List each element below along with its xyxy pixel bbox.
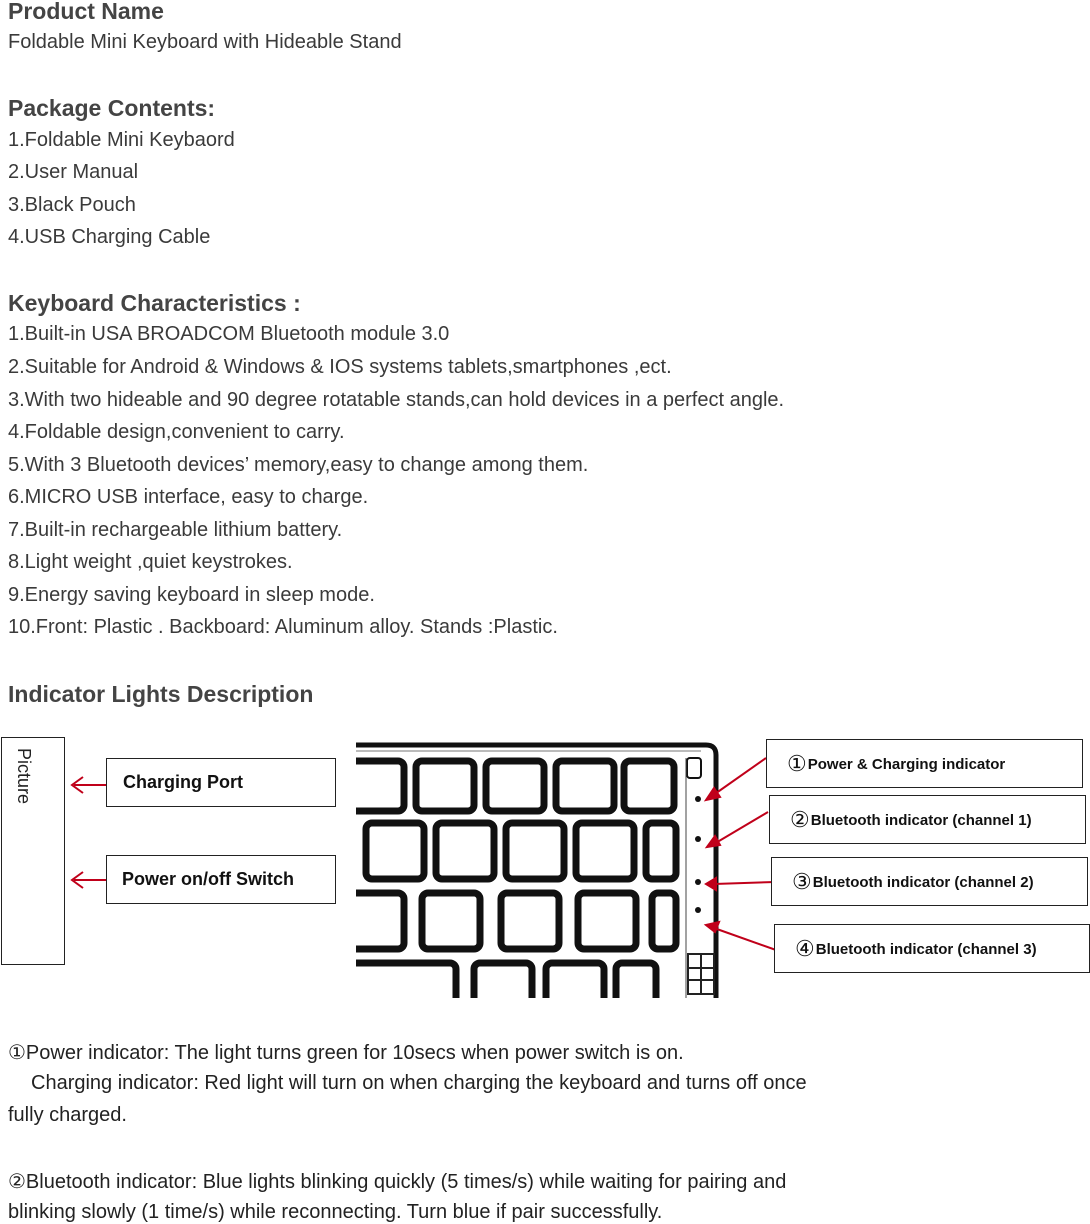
characteristic-item: 6.MICRO USB interface, easy to charge. [8, 486, 369, 508]
callout-label: Bluetooth indicator (channel 2) [812, 874, 1034, 891]
product-name: Foldable Mini Keyboard with Hideable Sta… [8, 31, 402, 53]
callout-number: ④ [795, 936, 815, 961]
indicators-heading: Indicator Lights Description [8, 681, 314, 707]
package-heading: Package Contents: [8, 95, 216, 121]
package-item: 4.USB Charging Cable [8, 226, 211, 248]
arrow-head [70, 776, 84, 794]
callout-number: ① [787, 751, 807, 776]
callout-bt-3: ④Bluetooth indicator (channel 3) [774, 924, 1090, 973]
characteristic-item: 10.Front: Plastic . Backboard: Aluminum … [8, 616, 558, 638]
callout-label: Power & Charging indicator [807, 756, 1006, 773]
keyboard-illustration [356, 742, 721, 998]
bt-led-2 [695, 879, 701, 885]
characteristic-item: 2.Suitable for Android & Windows & IOS s… [8, 356, 672, 378]
characteristic-item: 5.With 3 Bluetooth devices’ memory,easy … [8, 454, 589, 476]
package-item: 2.User Manual [8, 161, 139, 183]
callout-number: ③ [792, 869, 812, 894]
characteristic-item: 9.Energy saving keyboard in sleep mode. [8, 584, 375, 606]
charging-description: Charging indicator: Red light will turn … [31, 1072, 807, 1094]
callout-label: Bluetooth indicator (channel 1) [810, 812, 1032, 829]
characteristic-item: 8.Light weight ,quiet keystrokes. [8, 551, 293, 573]
callout-label: Bluetooth indicator (channel 3) [815, 941, 1037, 958]
charging-port-label: Charging Port [123, 772, 243, 792]
package-item: 3.Black Pouch [8, 194, 136, 216]
arrow-head [70, 871, 84, 889]
package-item: 1.Foldable Mini Keybaord [8, 129, 235, 151]
product-heading: Product Name [8, 0, 164, 24]
callout-bt-1: ②Bluetooth indicator (channel 1) [769, 795, 1086, 844]
power-switch-label: Power on/off Switch [122, 869, 295, 889]
callout-bt-2: ③Bluetooth indicator (channel 2) [771, 857, 1088, 906]
right-arrows [703, 757, 777, 951]
left-arrows [70, 776, 106, 889]
charging-port-label-box: Charging Port [106, 758, 336, 807]
power-switch-label-box: Power on/off Switch [106, 855, 336, 904]
callout-power: ①Power & Charging indicator [766, 739, 1083, 788]
power-switch-slot [686, 757, 702, 779]
charging-description-cont: fully charged. [8, 1104, 127, 1126]
characteristic-item: 7.Built-in rechargeable lithium battery. [8, 519, 343, 541]
power-description: ①Power indicator: The light turns green … [8, 1042, 684, 1064]
power-led [695, 796, 701, 802]
characteristic-item: 1.Built-in USA BROADCOM Bluetooth module… [8, 323, 450, 345]
callout-number: ② [790, 807, 810, 832]
characteristic-item: 4.Foldable design,convenient to carry. [8, 421, 345, 443]
bluetooth-description-cont: blinking slowly (1 time/s) while reconne… [8, 1201, 663, 1223]
picture-placeholder: Picture [1, 737, 65, 965]
bluetooth-description: ②Bluetooth indicator: Blue lights blinki… [8, 1171, 787, 1193]
picture-label: Picture [14, 748, 34, 805]
bt-led-1 [695, 836, 701, 842]
characteristic-item: 3.With two hideable and 90 degree rotata… [8, 389, 785, 411]
characteristics-heading: Keyboard Characteristics : [8, 290, 301, 316]
bt-led-3 [695, 907, 701, 913]
